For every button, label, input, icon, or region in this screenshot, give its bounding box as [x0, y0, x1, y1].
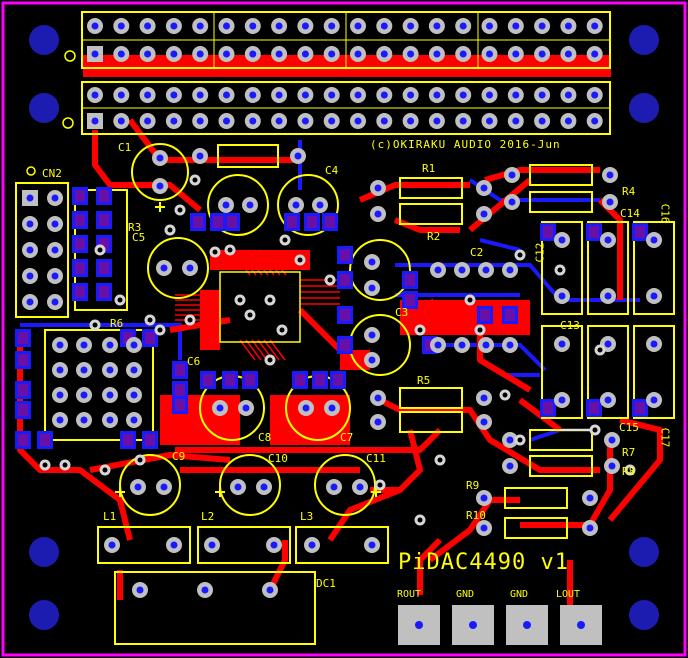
label-dc1: DC1 — [316, 577, 336, 590]
label-gnd-2: GND — [510, 589, 529, 600]
label-l1: L1 — [103, 510, 117, 523]
label-c12: C12 — [533, 242, 547, 263]
label-gnd-1: GND — [456, 589, 475, 600]
film-capacitors — [541, 221, 675, 419]
label-r2: R2 — [427, 230, 441, 243]
label-c4: C4 — [325, 164, 339, 177]
label-rout: ROUT — [397, 589, 422, 600]
label-c10: C10 — [268, 452, 288, 465]
electrolytic-capacitors — [119, 143, 411, 516]
label-r8: R8 — [622, 465, 636, 478]
mounting-holes — [29, 25, 659, 630]
label-r6: R6 — [110, 317, 124, 330]
label-c7: C7 — [340, 431, 354, 444]
ic-outline — [219, 271, 301, 343]
label-r3: R3 — [128, 221, 142, 234]
label-c17: C17 — [658, 427, 672, 448]
output-pads — [398, 605, 602, 645]
label-r7: R7 — [622, 446, 636, 459]
copyright-text: (c)OKIRAKU AUDIO 2016-Jun — [370, 138, 561, 151]
label-c9: C9 — [172, 450, 186, 463]
ic-fanout — [175, 249, 340, 361]
label-c15: C15 — [619, 421, 639, 434]
label-c13: C13 — [560, 319, 580, 332]
label-r9: R9 — [466, 479, 480, 492]
capacitor-polarity-marks — [115, 202, 381, 497]
label-r10: R10 — [466, 509, 486, 522]
label-cn2: CN2 — [42, 167, 62, 180]
dc1-connector — [114, 571, 316, 645]
gpio-header-lower — [62, 81, 611, 135]
label-c5: C5 — [132, 231, 146, 244]
label-lout: LOUT — [556, 589, 581, 600]
label-c11: C11 — [366, 452, 386, 465]
cn2-connector — [15, 166, 69, 318]
gpio-header-upper — [64, 11, 611, 69]
label-l3: L3 — [300, 510, 314, 523]
label-c6: C6 — [187, 355, 201, 368]
label-c8: C8 — [258, 431, 272, 444]
label-r1: R1 — [422, 162, 436, 175]
label-c2: C2 — [470, 246, 484, 259]
through-hole-pads — [52, 148, 662, 598]
board-title: PiDAC4490 v1 — [398, 550, 569, 575]
label-r5: R5 — [417, 374, 431, 387]
inductors — [97, 526, 389, 564]
label-c16: C16 — [658, 203, 672, 224]
label-c3: C3 — [395, 306, 409, 319]
label-c1: C1 — [118, 141, 132, 154]
label-c14: C14 — [620, 207, 640, 220]
vias — [39, 174, 636, 526]
label-r4: R4 — [622, 185, 636, 198]
label-l2: L2 — [201, 510, 215, 523]
